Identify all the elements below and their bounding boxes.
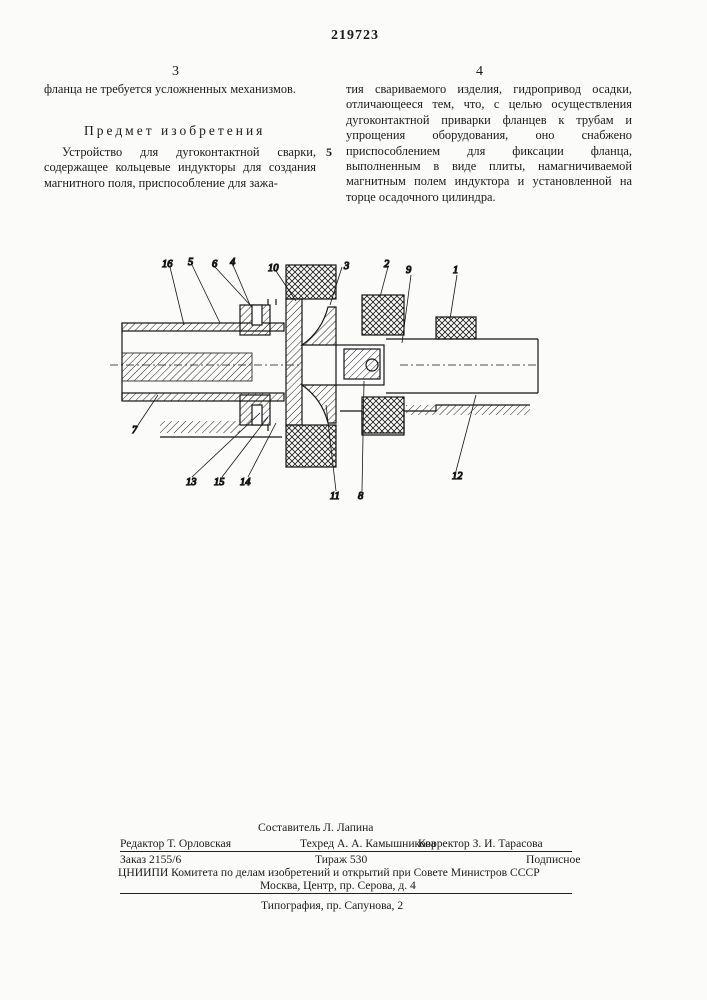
printing-line: Типография, пр. Сапунова, 2 <box>261 899 403 914</box>
address-line: Москва, Центр, пр. Серова, д. 4 <box>260 879 416 894</box>
editor-line: Редактор Т. Орловская <box>120 837 231 852</box>
imprint-rule-2 <box>120 893 572 894</box>
imprint-rule <box>120 851 572 852</box>
corrector-line: Корректор З. И. Тарасова <box>418 837 543 852</box>
techeditor-line: Техред А. А. Камышникова <box>300 837 436 852</box>
compiler-line: Составитель Л. Лапина <box>258 821 373 836</box>
